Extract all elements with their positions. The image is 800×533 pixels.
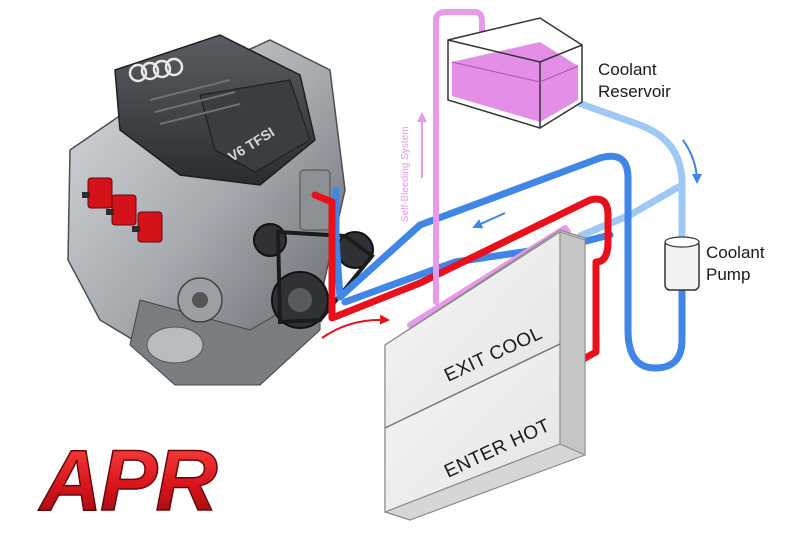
coolant-reservoir: [447, 17, 583, 129]
hose-red-hot: [311, 191, 612, 366]
ignition-coils: [82, 177, 163, 243]
hose-pink-radiator: [407, 225, 571, 328]
reservoir-label-line1: Coolant: [598, 60, 657, 79]
self-bleeding-label: Self-Bleeding System: [400, 126, 411, 222]
hose-pink-bleed: [433, 9, 485, 305]
hose-blue-radiator: [341, 231, 614, 306]
arrow-blue-return: [472, 212, 506, 229]
belt-pulleys: [177, 223, 375, 329]
hoses: [311, 9, 686, 372]
reservoir-label-line2: Reservoir: [598, 82, 671, 101]
radiator: EXIT COOL ENTER HOT: [384, 229, 586, 521]
coolant-pump: [664, 236, 700, 291]
hose-blue-pump-return: [332, 152, 686, 372]
rings-logo: [128, 57, 184, 83]
hose-light-blue: [566, 96, 686, 244]
apr-logo-text: APR: [38, 433, 217, 529]
arrow-hot-in: [321, 314, 390, 339]
apr-logo: APR: [37, 432, 220, 530]
engine-illustration: V6 TFSI: [67, 34, 375, 386]
arrow-pump-down: [682, 139, 702, 184]
pump-label-line1: Coolant: [706, 243, 765, 262]
pump-label-line2: Pump: [706, 265, 750, 284]
